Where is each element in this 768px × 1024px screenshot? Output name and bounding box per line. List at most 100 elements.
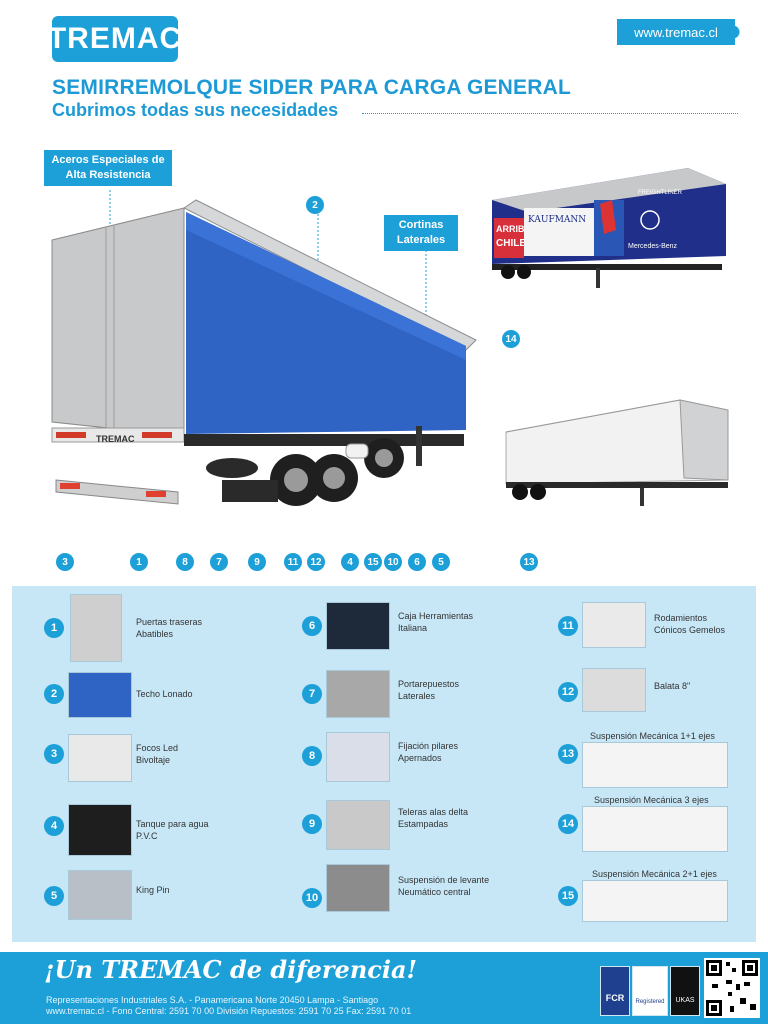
cert-registered-text: Registered	[635, 999, 665, 1005]
pin-13: 13	[520, 553, 538, 571]
part-9-line2: Estampadas	[398, 819, 449, 829]
part-7-thumbnail	[326, 670, 390, 718]
part-2-number: 2	[44, 684, 64, 704]
pin-6: 6	[408, 553, 426, 571]
pin-12: 12	[307, 553, 325, 571]
footer-slogan: ¡Un TREMAC de diferencia!	[44, 955, 418, 984]
part-10-thumbnail	[326, 864, 390, 912]
cert-ukas-text: UKAS	[675, 997, 695, 1004]
part-4-number: 4	[44, 816, 64, 836]
part-12-number: 12	[558, 682, 578, 702]
part-11-line1: Rodamientos	[654, 613, 708, 623]
part-6-line2: Italiana	[398, 623, 428, 633]
callout-cortinas: Cortinas Laterales	[384, 215, 458, 251]
part-6-line1: Caja Herramientas	[398, 611, 474, 621]
billboard-trailer-image: ARRIBA CHILE! KAUFMANN Mercedes-Benz FRE…	[492, 168, 726, 288]
tremac-logo: TREMAC	[48, 16, 181, 62]
callout-aceros-line1: Aceros Especiales de	[51, 154, 165, 166]
rear-brand-text: TREMAC	[96, 434, 135, 444]
part-7-line1: Portarepuestos	[398, 679, 460, 689]
cert-badge-fcr: FCR	[600, 966, 630, 1016]
cert-fcr-text: FCR	[605, 993, 625, 1003]
callout-cortinas-line1: Cortinas	[398, 219, 444, 231]
billboard-freightliner: FREIGHTLINER	[638, 190, 683, 196]
part-14-line1: Suspensión Mecánica 3 ejes	[594, 795, 709, 805]
part-4-thumbnail	[68, 804, 132, 856]
qr-code[interactable]	[704, 958, 760, 1018]
part-12-line1: Balata 8"	[654, 681, 691, 691]
page-subtitle: Cubrimos todas sus necesidades	[52, 100, 339, 120]
footer-address: Representaciones Industriales S.A. - Pan…	[46, 995, 379, 1005]
part-6-thumbnail	[326, 602, 390, 650]
part-13-thumbnail	[582, 742, 728, 788]
part-5-thumbnail	[68, 870, 132, 920]
pin-3: 3	[56, 553, 74, 571]
part-15-thumbnail	[582, 880, 728, 922]
part-14-number: 14	[558, 814, 578, 834]
part-3-thumbnail	[68, 734, 132, 782]
part-12-thumbnail	[582, 668, 646, 712]
part-9-line1: Teleras alas delta	[398, 807, 469, 817]
part-15-line1: Suspensión Mecánica 2+1 ejes	[592, 869, 717, 879]
part-11-line2: Cónicos Gemelos	[654, 625, 726, 635]
part-3-line1: Focos Led	[136, 743, 179, 753]
website-link[interactable]: www.tremac.cl	[617, 19, 745, 45]
part-1-thumbnail	[70, 594, 122, 662]
part-4-line1: Tanque para agua	[136, 819, 209, 829]
part-5-number: 5	[44, 886, 64, 906]
main-trailer-image: TREMAC	[51, 190, 477, 506]
part-13-label: Suspensión Mecánica 1+1 ejes	[590, 730, 730, 742]
part-10-line1: Suspensión de levante	[398, 875, 490, 885]
part-8-line2: Apernados	[398, 753, 442, 763]
pin-4: 4	[341, 553, 359, 571]
billboard-chile: CHILE!	[496, 238, 529, 249]
dotted-divider	[362, 113, 738, 114]
part-9-number: 9	[302, 814, 322, 834]
part-15-number: 15	[558, 886, 578, 906]
pin-5: 5	[432, 553, 450, 571]
part-5-label: King Pin	[136, 884, 246, 896]
white-trailer-image	[505, 399, 729, 506]
part-14-thumbnail	[582, 806, 728, 852]
billboard-kaufmann: KAUFMANN	[528, 215, 586, 225]
part-1-line2: Abatibles	[136, 629, 174, 639]
part-10-number: 10	[302, 888, 322, 908]
part-1-line1: Puertas traseras	[136, 617, 203, 627]
callout-cortinas-line2: Laterales	[396, 234, 446, 246]
cert-badge-ukas: UKAS	[670, 966, 700, 1016]
part-3-line2: Bivoltaje	[136, 755, 171, 765]
callout-aceros-line2: Alta Resistencia	[65, 169, 151, 181]
pin-1: 1	[130, 553, 148, 571]
part-2-line1: Techo Lonado	[136, 689, 193, 699]
part-15-label: Suspensión Mecánica 2+1 ejes	[592, 868, 732, 880]
billboard-arriba: ARRIBA	[496, 224, 531, 234]
part-11-number: 11	[558, 616, 578, 636]
part-3-number: 3	[44, 744, 64, 764]
page-title: SEMIRREMOLQUE SIDER PARA CARGA GENERAL	[52, 76, 572, 99]
pin-8: 8	[176, 553, 194, 571]
part-6-number: 6	[302, 616, 322, 636]
part-13-line1: Suspensión Mecánica 1+1 ejes	[590, 731, 715, 741]
part-8-line1: Fijación pilares	[398, 741, 459, 751]
pin-2: 2	[306, 196, 324, 214]
part-9-thumbnail	[326, 800, 390, 850]
pin-10: 10	[384, 553, 402, 571]
pin-11: 11	[284, 553, 302, 571]
pin-7: 7	[210, 553, 228, 571]
part-7-number: 7	[302, 684, 322, 704]
part-4-line2: P.V.C	[136, 831, 158, 841]
part-8-number: 8	[302, 746, 322, 766]
pin-14: 14	[502, 330, 520, 348]
callout-aceros: Aceros Especiales de Alta Resistencia	[44, 150, 172, 186]
part-10-line2: Neumático central	[398, 887, 471, 897]
part-7-line2: Laterales	[398, 691, 436, 701]
billboard-mercedes: Mercedes-Benz	[628, 243, 678, 250]
